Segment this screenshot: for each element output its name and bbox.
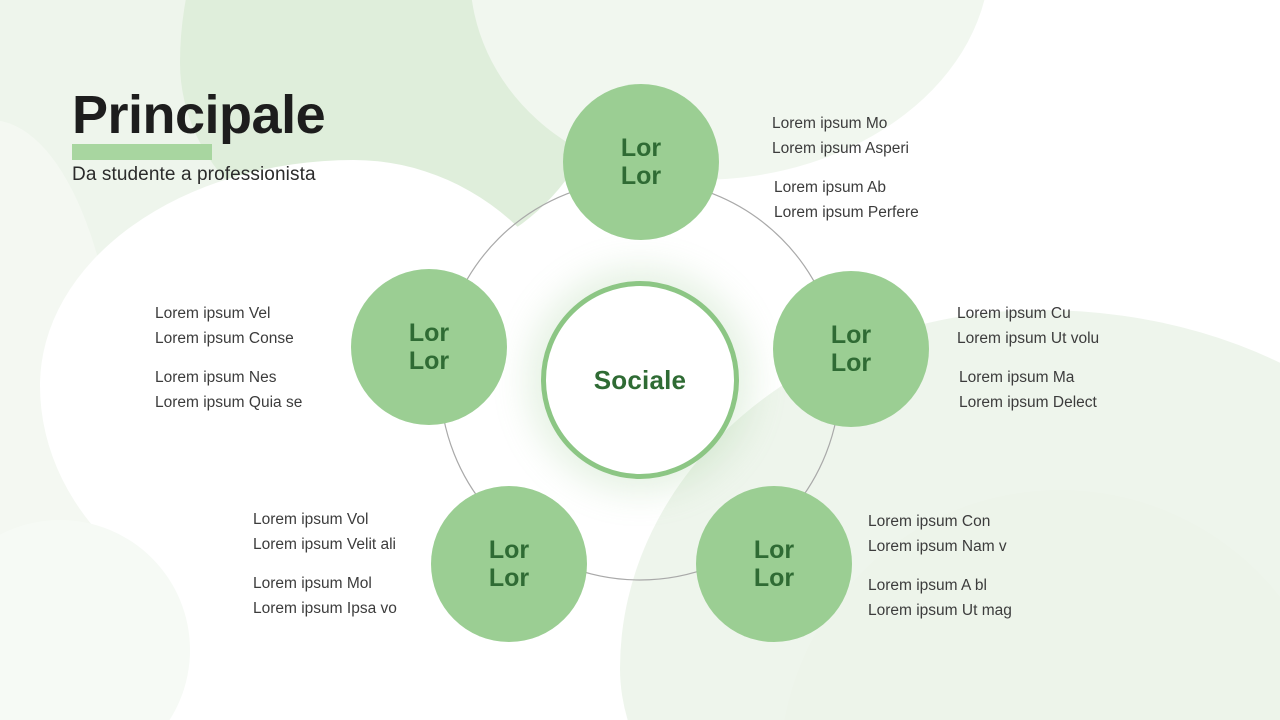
- caption-bottom-right-group-1: Lorem ipsum Con Lorem ipsum Nam v: [868, 509, 1012, 559]
- caption-bottom-right-g2-line2: Lorem ipsum Ut mag: [868, 602, 1012, 620]
- caption-left-g2-line2: Lorem ipsum Quia se: [155, 394, 303, 412]
- node-circle-right[interactable]: Lor Lor: [773, 271, 929, 427]
- caption-bottom-left-g2-line1: Lorem ipsum Mol: [253, 575, 372, 593]
- caption-top-g1-line2: Lorem ipsum Asperi: [772, 140, 909, 158]
- node-bottom-left-line1: Lor: [488, 536, 530, 564]
- hub-label: Sociale: [593, 364, 687, 395]
- caption-right-g2-line2: Lorem ipsum Delect: [959, 394, 1097, 412]
- caption-bottom-right-g1-line2: Lorem ipsum Nam v: [868, 538, 1007, 556]
- caption-right-g1-line1: Lorem ipsum Cu: [957, 305, 1071, 322]
- page-subtitle: Da studente a professionista: [72, 164, 316, 185]
- title-wrapper: Principale: [72, 85, 326, 160]
- caption-bottom-right-group-2: Lorem ipsum A bl Lorem ipsum Ut mag: [868, 573, 1012, 623]
- caption-block-bottom-left: Lorem ipsum Vol Lorem ipsum Velit ali Lo…: [253, 507, 397, 621]
- caption-left-g1-line2: Lorem ipsum Conse: [155, 330, 294, 348]
- caption-block-top: Lorem ipsum Mo Lorem ipsum Asperi Lorem …: [772, 111, 919, 225]
- caption-top-g1-line1: Lorem ipsum Mo: [772, 115, 888, 132]
- slide-header: Principale Da studente a professionista: [72, 85, 326, 186]
- caption-bottom-left-group-2: Lorem ipsum Mol Lorem ipsum Ipsa vo: [253, 571, 397, 621]
- node-circle-bottom-right[interactable]: Lor Lor: [696, 486, 852, 642]
- node-circle-left[interactable]: Lor Lor: [351, 269, 507, 425]
- caption-block-left: Lorem ipsum Vel Lorem ipsum Conse Lorem …: [155, 301, 302, 415]
- caption-bottom-left-g2-line2: Lorem ipsum Ipsa vo: [253, 600, 397, 618]
- node-bottom-right-line2: Lor: [753, 564, 795, 592]
- node-circle-bottom-left[interactable]: Lor Lor: [431, 486, 587, 642]
- hub-circle[interactable]: Sociale: [541, 281, 739, 479]
- caption-top-group-1: Lorem ipsum Mo Lorem ipsum Asperi: [772, 111, 919, 161]
- node-right-line2: Lor: [830, 349, 872, 377]
- node-top-line2: Lor: [620, 162, 662, 190]
- caption-left-g2-line1: Lorem ipsum Nes: [155, 369, 277, 387]
- node-left-line1: Lor: [408, 319, 450, 347]
- caption-right-group-1: Lorem ipsum Cu Lorem ipsum Ut volu: [957, 301, 1099, 351]
- caption-right-group-2: Lorem ipsum Ma Lorem ipsum Delect: [957, 365, 1099, 415]
- title-highlight-bar: [72, 144, 212, 160]
- caption-block-right: Lorem ipsum Cu Lorem ipsum Ut volu Lorem…: [957, 301, 1099, 415]
- caption-bottom-right-g2-line1: Lorem ipsum A bl: [868, 577, 987, 595]
- node-circle-top[interactable]: Lor Lor: [563, 84, 719, 240]
- node-right-line1: Lor: [830, 321, 872, 349]
- caption-right-g2-line1: Lorem ipsum Ma: [959, 369, 1075, 387]
- caption-top-g2-line1: Lorem ipsum Ab: [774, 179, 886, 197]
- node-top-line1: Lor: [620, 134, 662, 162]
- caption-right-g1-line2: Lorem ipsum Ut volu: [957, 330, 1100, 348]
- caption-bottom-left-g1-line2: Lorem ipsum Velit ali: [253, 536, 397, 554]
- node-left-line2: Lor: [408, 347, 450, 375]
- caption-bottom-right-g1-line1: Lorem ipsum Con: [868, 513, 991, 530]
- caption-left-group-1: Lorem ipsum Vel Lorem ipsum Conse: [155, 301, 302, 351]
- page-title: Principale: [72, 85, 326, 145]
- caption-block-bottom-right: Lorem ipsum Con Lorem ipsum Nam v Lorem …: [868, 509, 1012, 623]
- caption-bottom-left-group-1: Lorem ipsum Vol Lorem ipsum Velit ali: [253, 507, 397, 557]
- caption-top-g2-line2: Lorem ipsum Perfere: [774, 204, 919, 222]
- caption-left-g1-line1: Lorem ipsum Vel: [155, 305, 271, 322]
- caption-top-group-2: Lorem ipsum Ab Lorem ipsum Perfere: [772, 175, 919, 225]
- caption-left-group-2: Lorem ipsum Nes Lorem ipsum Quia se: [155, 365, 302, 415]
- node-bottom-right-line1: Lor: [753, 536, 795, 564]
- caption-bottom-left-g1-line1: Lorem ipsum Vol: [253, 511, 369, 528]
- node-bottom-left-line2: Lor: [488, 564, 530, 592]
